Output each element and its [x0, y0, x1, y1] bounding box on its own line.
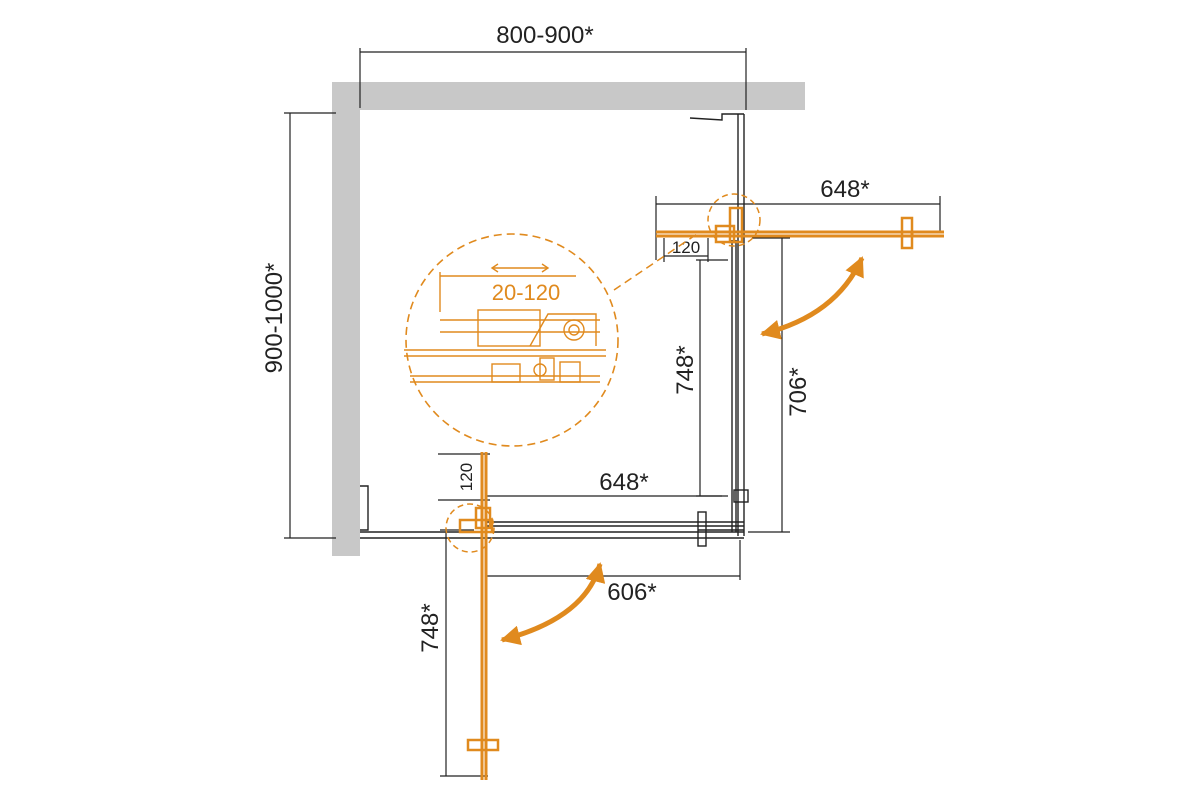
top-width-dimension [359, 48, 747, 110]
detail-leader-line [613, 231, 701, 291]
walls [332, 82, 805, 556]
detail-adjust-label: 20-120 [492, 280, 561, 305]
left-height-label: 900-1000* [261, 263, 288, 374]
right-fixed-panel [689, 113, 749, 547]
top-wall [332, 82, 805, 110]
bottom-detail-callout-icon [445, 503, 495, 553]
bottom-fixed-panel [360, 485, 744, 539]
right-swing-depth-label: 706* [785, 367, 812, 416]
right-swing-arrow-icon [760, 256, 865, 340]
right-door [656, 206, 944, 250]
detail-magnifier: 20-120 [404, 231, 701, 447]
right-detail-callout-icon [707, 193, 761, 247]
detail-circle-icon [405, 233, 619, 447]
bottom-offset-label: 120 [457, 463, 476, 491]
left-wall [332, 82, 360, 556]
right-offset-label: 120 [672, 238, 700, 257]
bottom-door-width-label: 648* [599, 469, 648, 496]
bottom-swing-depth-label: 748* [417, 603, 444, 652]
right-door-width-label: 648* [820, 176, 869, 203]
bottom-swing-arrow-icon [500, 562, 606, 646]
top-width-label: 800-900* [496, 22, 593, 49]
right-panel-depth-label: 748* [672, 345, 699, 394]
left-height-dimension [284, 112, 336, 539]
bottom-panel-width-label: 606* [607, 579, 656, 606]
bottom-door [458, 452, 500, 780]
